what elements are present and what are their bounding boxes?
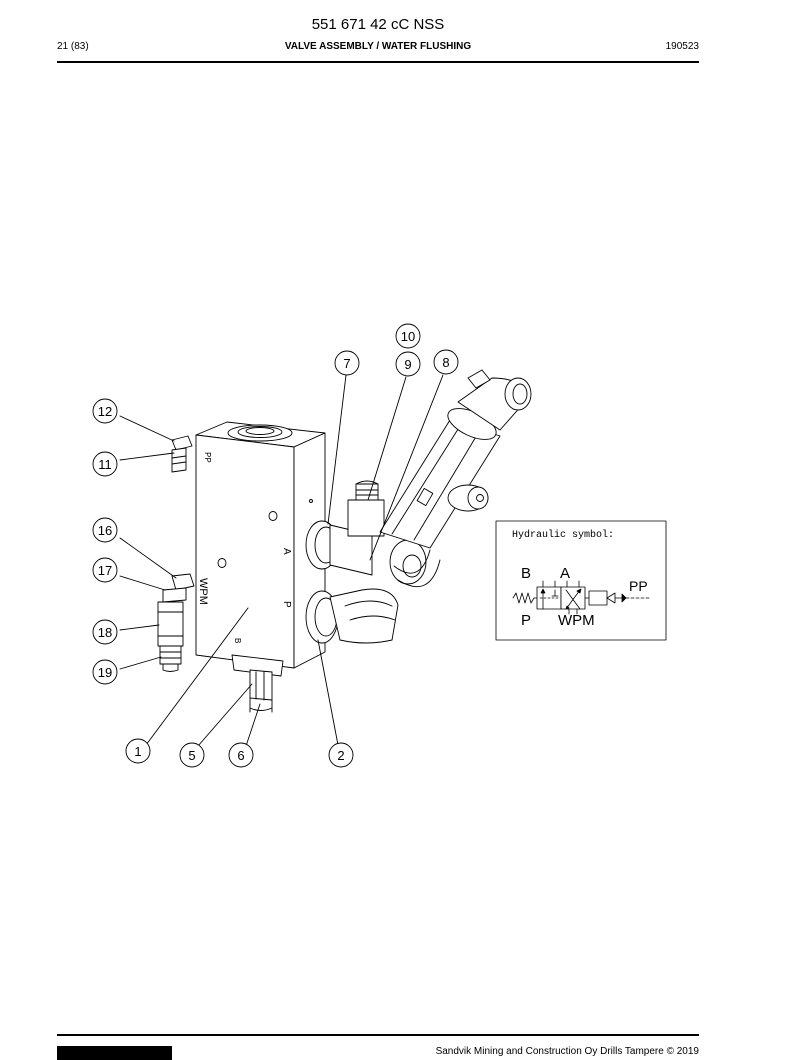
port-fittings xyxy=(305,480,427,644)
brand-logo xyxy=(57,1046,172,1060)
port-label-p: P xyxy=(521,612,531,629)
callout-12: 12 xyxy=(92,398,118,424)
callout-label: 6 xyxy=(237,748,244,763)
callout-label: 8 xyxy=(442,355,449,370)
callout-2: 2 xyxy=(328,742,354,768)
callout-label: 2 xyxy=(337,748,344,763)
callout-label: 17 xyxy=(98,563,112,578)
valve-symbol xyxy=(512,580,651,615)
marking-b: B xyxy=(233,638,242,643)
header-rule xyxy=(57,61,699,63)
port-label-wpm: WPM xyxy=(558,612,595,629)
footer-copyright: Sandvik Mining and Construction Oy Drill… xyxy=(435,1046,699,1057)
callout-8: 8 xyxy=(433,349,459,375)
callout-19: 19 xyxy=(92,659,118,685)
document-date: 190523 xyxy=(665,41,699,52)
callout-label: 16 xyxy=(98,523,112,538)
callout-label: 7 xyxy=(343,356,350,371)
page-title: VALVE ASSEMBLY / WATER FLUSHING xyxy=(284,41,472,52)
callout-label: 9 xyxy=(404,357,411,372)
leader-lines xyxy=(119,374,444,747)
callout-label: 1 xyxy=(134,744,141,759)
marking-p: P xyxy=(281,601,292,608)
left-fittings xyxy=(157,435,195,672)
callout-label: 11 xyxy=(98,457,112,472)
marking-wpm: WPM xyxy=(197,578,209,605)
callout-5: 5 xyxy=(179,742,205,768)
callout-1: 1 xyxy=(125,738,151,764)
callout-label: 5 xyxy=(188,748,195,763)
callout-6: 6 xyxy=(228,742,254,768)
hydraulic-symbol-title: Hydraulic symbol: xyxy=(512,529,614,541)
callout-label: 12 xyxy=(98,404,112,419)
callout-16: 16 xyxy=(92,517,118,543)
port-label-b: B xyxy=(521,565,531,582)
hydraulic-symbol-box: Hydraulic symbol: B A PP P WPM xyxy=(495,520,667,641)
callout-balloons: 10 7 9 8 12 11 16 17 xyxy=(92,323,459,768)
footer-rule xyxy=(57,1034,699,1036)
callout-18: 18 xyxy=(92,619,118,645)
callout-9: 9 xyxy=(395,351,421,377)
callout-label: 19 xyxy=(98,665,112,680)
callout-label: 10 xyxy=(401,329,415,344)
marking-pp: PP xyxy=(202,452,212,463)
page-count: 21 (83) xyxy=(57,41,89,52)
port-label-a: A xyxy=(560,565,570,582)
marking-a: A xyxy=(281,548,292,555)
port-label-pp: PP xyxy=(629,578,648,594)
callout-label: 18 xyxy=(98,625,112,640)
callout-7: 7 xyxy=(334,350,360,376)
callout-11: 11 xyxy=(92,451,118,477)
document-number: 551 671 42 cC NSS xyxy=(311,16,445,33)
callout-17: 17 xyxy=(92,557,118,583)
solenoid-assembly xyxy=(379,369,532,588)
valve-block xyxy=(195,421,326,713)
callout-10: 10 xyxy=(395,323,421,349)
